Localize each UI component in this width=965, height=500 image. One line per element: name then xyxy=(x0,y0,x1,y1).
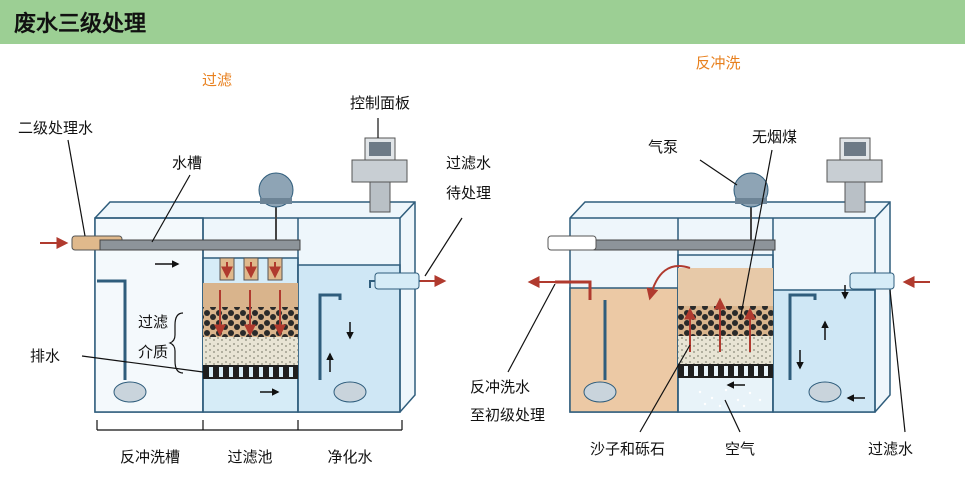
label-filter-media-1: 过滤 xyxy=(138,313,168,331)
drain-pump xyxy=(583,381,617,403)
clean-water-pump xyxy=(333,381,367,403)
label-sand-gravel: 沙子和砾石 xyxy=(590,440,665,458)
label-anthracite: 无烟煤 xyxy=(752,128,797,146)
label-air: 空气 xyxy=(725,440,755,458)
anthracite-layer xyxy=(678,306,773,336)
label-control-panel: 控制面板 xyxy=(350,94,410,112)
water-trough xyxy=(99,239,301,251)
label-filter-media-2: 介质 xyxy=(138,343,168,361)
section-label-filtration: 过滤 xyxy=(202,71,232,89)
label-backwash-water-2: 至初级处理 xyxy=(470,406,545,424)
filter-top-layer xyxy=(678,268,773,306)
label-drain: 排水 xyxy=(30,347,60,365)
control-panel xyxy=(351,159,408,183)
label-clean-water: 净化水 xyxy=(327,448,372,466)
page-title: 废水三级处理 xyxy=(14,12,147,37)
backwash-diagram: 反冲洗 xyxy=(470,54,930,458)
water-trough xyxy=(574,239,776,251)
drain-pump xyxy=(113,381,147,403)
sand-layer xyxy=(678,336,773,364)
inlet-pipe-clean xyxy=(849,272,895,290)
outlet-pipe xyxy=(374,272,420,290)
drain-pipe xyxy=(97,279,127,380)
label-filter-pool: 过滤池 xyxy=(227,448,272,466)
title-bar: 废水三级处理 xyxy=(0,0,965,44)
label-secondary-water: 二级处理水 xyxy=(18,119,93,137)
label-air-pump: 气泵 xyxy=(648,138,678,156)
control-panel xyxy=(826,159,883,183)
backwash-outlet-pipe xyxy=(555,280,592,300)
sand-layer xyxy=(203,337,298,365)
inlet-pipe xyxy=(547,235,597,251)
filtration-diagram: 过滤 xyxy=(18,71,491,466)
section-label-backwash: 反冲洗 xyxy=(695,54,740,72)
label-backwash-water-1: 反冲洗水 xyxy=(470,378,530,396)
label-filtered-water-1: 过滤水 xyxy=(446,154,491,172)
label-filtered-water-2: 待处理 xyxy=(446,184,491,202)
label-filtered-water: 过滤水 xyxy=(868,440,913,458)
label-backwash-tank: 反冲洗槽 xyxy=(120,448,180,466)
label-water-trough: 水槽 xyxy=(172,154,202,172)
clean-water-pump xyxy=(808,381,842,403)
